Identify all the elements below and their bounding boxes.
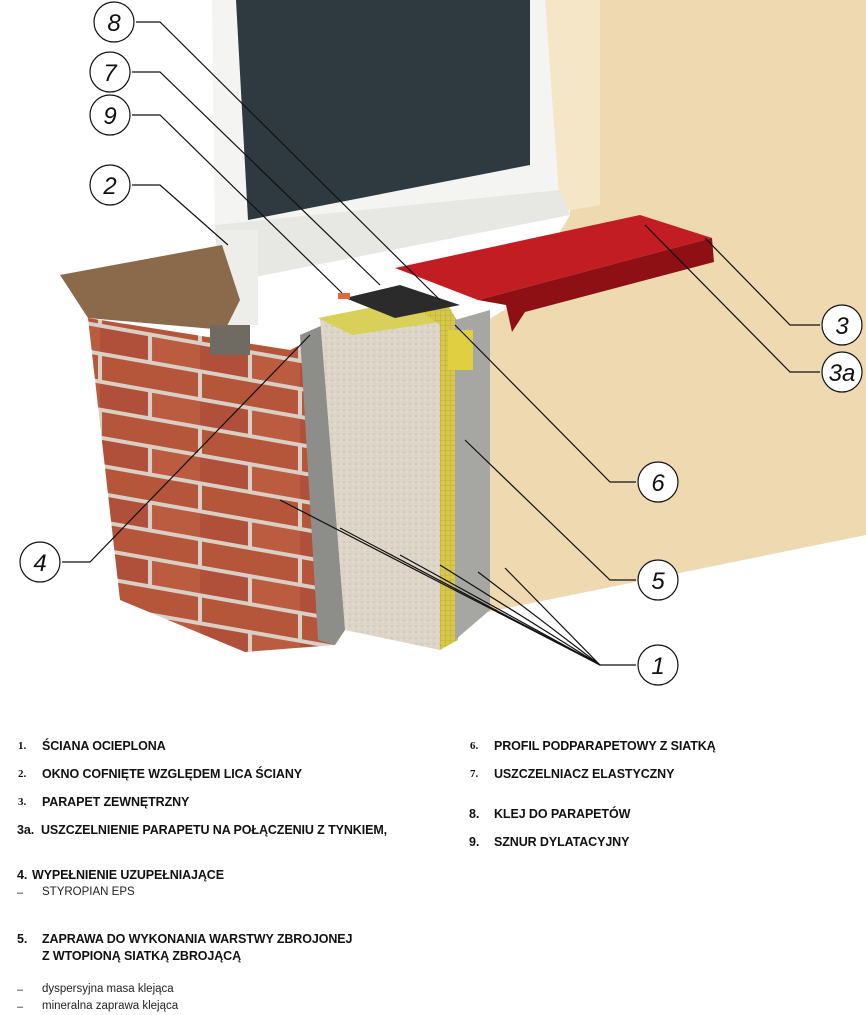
window-sill-cross-section-illustration: 8 7 9 2 3 3a 6 5 4 1 xyxy=(19,0,866,686)
callout-3: 3 xyxy=(821,304,863,346)
legend-number: 3. xyxy=(18,796,27,808)
callout-6: 6 xyxy=(637,461,679,503)
legend-subitem: dyspersyjna masa klejąca xyxy=(42,983,174,995)
wooden-coping xyxy=(60,245,240,330)
legend-item: USZCZELNIACZ ELASTYCZNY xyxy=(494,767,675,781)
legend-number: 8. xyxy=(469,807,480,821)
reinforcing-mesh xyxy=(410,300,458,650)
leader-lines xyxy=(62,21,820,666)
legend-item: PARAPET ZEWNĘTRZNY xyxy=(42,795,190,809)
svg-text:4: 4 xyxy=(33,550,46,577)
svg-text:9: 9 xyxy=(103,103,116,130)
legend-number: 2. xyxy=(18,768,27,780)
svg-text:1: 1 xyxy=(651,653,664,680)
brick-wall xyxy=(88,318,335,652)
callout-7: 7 xyxy=(89,51,131,93)
legend-item: PROFIL PODPARAPETOWY Z SIATKĄ xyxy=(494,739,716,753)
legend-item: ZAPRAWA DO WYKONANIA WARSTWY ZBROJONEJ xyxy=(42,932,353,946)
legend-number: 1. xyxy=(18,740,27,752)
expansion-cord xyxy=(338,293,350,299)
legend-number: 6. xyxy=(470,740,479,752)
legend-number: 9. xyxy=(469,835,480,849)
svg-text:6: 6 xyxy=(651,470,665,497)
render-layer xyxy=(455,310,490,640)
legend-number: 3a. xyxy=(17,823,35,837)
svg-text:3: 3 xyxy=(835,313,849,340)
eps-insulation xyxy=(320,303,440,650)
legend-subitem: mineralna zaprawa klejąca xyxy=(42,1000,179,1012)
wood-strip xyxy=(210,325,250,355)
legend-item-line2: Z WTOPIONĄ SIATKĄ ZBROJĄCĄ xyxy=(42,949,242,963)
svg-text:7: 7 xyxy=(103,60,118,87)
legend-dash: – xyxy=(17,984,24,996)
sill-adhesive xyxy=(345,285,460,318)
svg-text:8: 8 xyxy=(107,10,121,37)
legend-item: KLEJ DO PARAPETÓW xyxy=(494,807,631,821)
window-glass xyxy=(236,0,530,220)
legend-number: 4. xyxy=(17,868,28,882)
sill-profile xyxy=(448,330,473,370)
callout-2: 2 xyxy=(89,164,131,206)
legend-dash: – xyxy=(17,1001,24,1013)
window-sill-top xyxy=(395,215,712,300)
legend-item: WYPEŁNIENIE UZUPEŁNIAJĄCE xyxy=(32,868,224,882)
legend-dash: – xyxy=(17,887,24,899)
legend-subitem: STYROPIAN EPS xyxy=(42,886,135,898)
callout-1: 1 xyxy=(637,644,679,686)
legend-item: ŚCIANA OCIEPLONA xyxy=(42,739,166,753)
callout-8: 8 xyxy=(93,1,135,43)
legend-number: 7. xyxy=(470,768,479,780)
legend-item: SZNUR DYLATACYJNY xyxy=(494,835,630,849)
window-reveal xyxy=(545,0,600,212)
callout-9: 9 xyxy=(89,94,131,136)
callout-markers: 8 7 9 2 3 3a 6 5 4 1 xyxy=(19,1,863,686)
svg-text:3a: 3a xyxy=(829,360,856,387)
svg-text:5: 5 xyxy=(651,568,665,595)
callout-3a: 3a xyxy=(821,351,863,393)
legend-item: OKNO COFNIĘTE WZGLĘDEM LICA ŚCIANY xyxy=(42,767,303,781)
callout-5: 5 xyxy=(637,559,679,601)
legend-item: USZCZELNIENIE PARAPETU NA POŁĄCZENIU Z T… xyxy=(41,823,388,837)
legend-number: 5. xyxy=(17,932,28,946)
svg-text:2: 2 xyxy=(102,173,116,200)
callout-4: 4 xyxy=(19,541,61,583)
window-frame-bottom xyxy=(215,190,570,280)
window-sill-front xyxy=(478,238,714,332)
